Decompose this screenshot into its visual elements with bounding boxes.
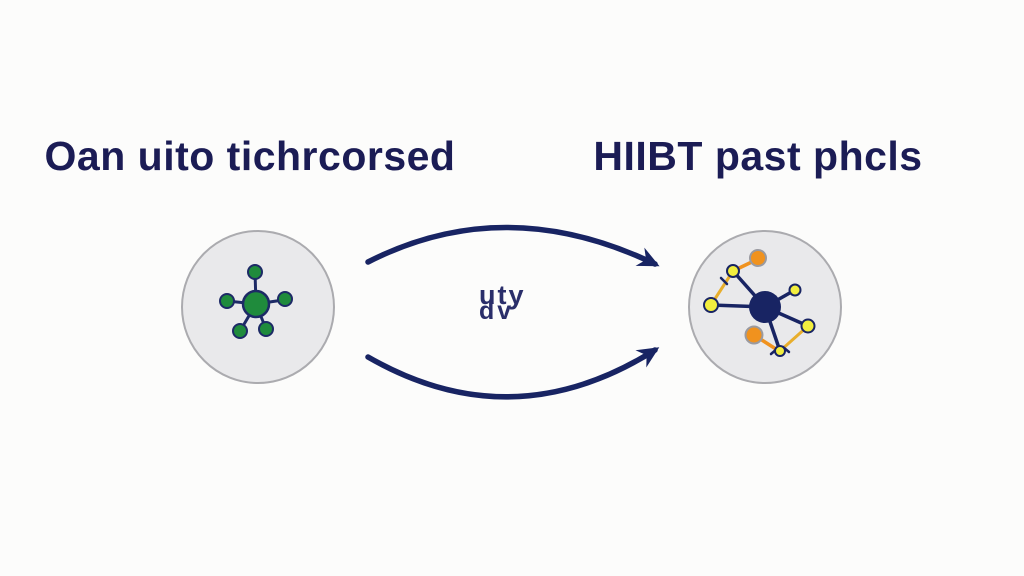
satellite-node (232, 323, 248, 339)
right-network-nodes (703, 249, 816, 357)
yellow-node (726, 264, 740, 278)
hub-node (749, 291, 781, 323)
tick-mark (719, 276, 729, 286)
bottom-curved-arrow (365, 347, 660, 400)
satellite-node (219, 293, 235, 309)
orange-node (744, 325, 764, 345)
yellow-node (800, 318, 816, 334)
satellite-node (277, 291, 293, 307)
center-label: uty dv (479, 282, 526, 324)
orange-node (749, 249, 767, 267)
transition-arrows (365, 224, 660, 400)
navy-hub-multicolor-network-icon (703, 249, 816, 357)
center-label-line2: dv (479, 297, 515, 325)
yellow-node (774, 345, 786, 357)
hub-node (241, 289, 271, 319)
right-diagram-title: HIIBT past phcls (593, 133, 923, 179)
right-node-bubble (688, 230, 842, 384)
left-node-bubble (181, 230, 335, 384)
left-diagram-title: Oan uito tichrcorsed (44, 133, 456, 179)
center-label-line1: uty (479, 280, 526, 310)
top-curved-arrow (365, 224, 660, 267)
yellow-node (788, 283, 802, 297)
left-network-nodes (219, 264, 293, 339)
satellite-node (247, 264, 263, 280)
green-hub-network-icon (219, 264, 293, 339)
satellite-node (258, 321, 274, 337)
yellow-node (703, 297, 719, 313)
